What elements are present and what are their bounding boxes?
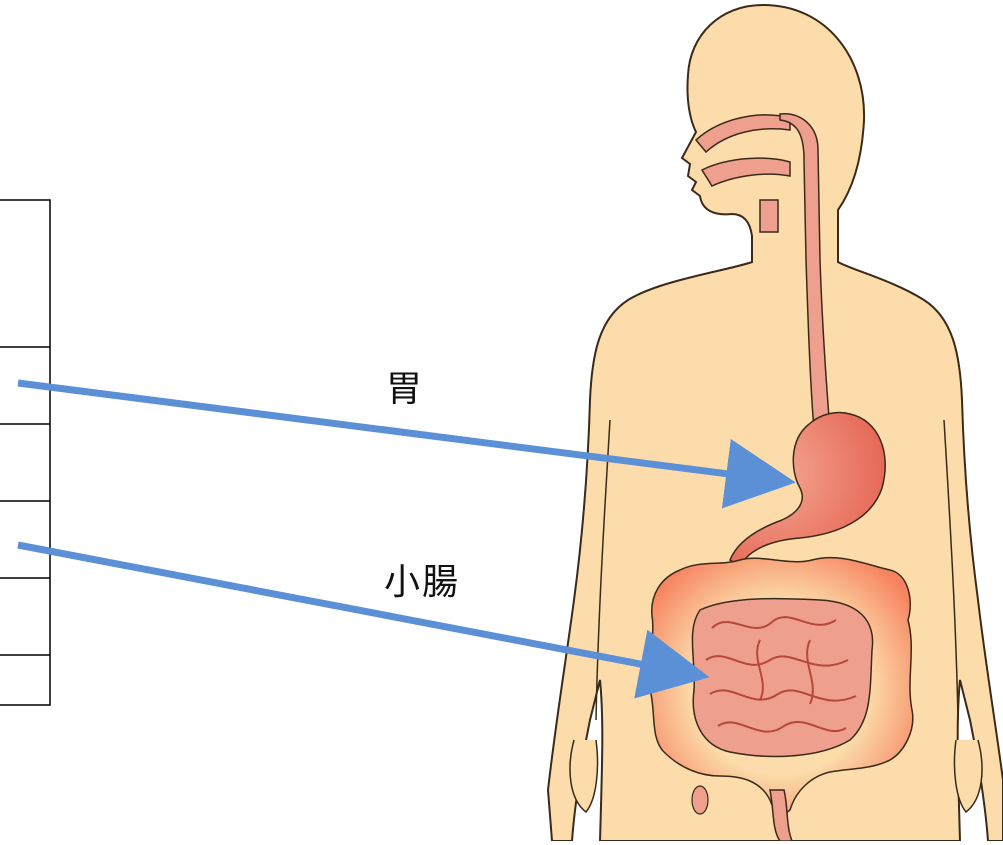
stomach-label: 胃 [386,360,424,412]
table-frame [0,200,50,705]
answer-table [0,200,50,705]
appendix [692,786,708,814]
trachea [760,200,778,232]
small-intestine-label: 小腸 [384,553,460,605]
